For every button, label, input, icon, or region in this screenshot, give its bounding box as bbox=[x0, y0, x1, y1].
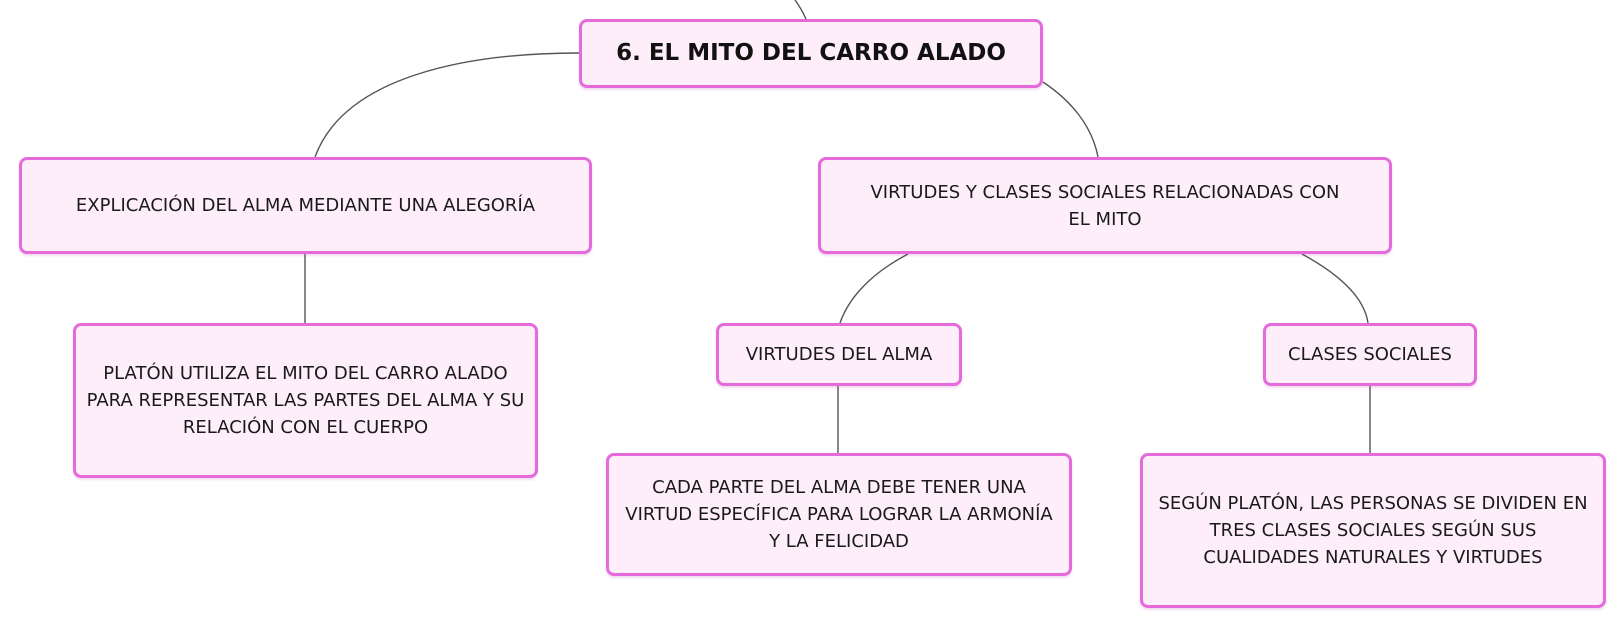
root-node-label: 6. EL MITO DEL CARRO ALADO bbox=[616, 40, 1006, 66]
connector-root-virtudes-clases bbox=[1042, 81, 1099, 158]
node-segun-platon[interactable]: SEGÚN PLATÓN, LAS PERSONAS SE DIVIDEN EN… bbox=[1140, 453, 1606, 608]
connector-root-parent bbox=[794, 0, 807, 20]
connector-root-explicacion bbox=[314, 52, 580, 158]
node-platon-mito-line: PLATÓN UTILIZA EL MITO DEL CARRO ALADO bbox=[103, 363, 508, 384]
node-virtudes-clases[interactable]: VIRTUDES Y CLASES SOCIALES RELACIONADAS … bbox=[818, 157, 1392, 254]
node-platon-mito[interactable]: PLATÓN UTILIZA EL MITO DEL CARRO ALADO P… bbox=[73, 323, 538, 478]
root-node[interactable]: 6. EL MITO DEL CARRO ALADO bbox=[579, 19, 1043, 88]
node-virtudes-clases-text: VIRTUDES Y CLASES SOCIALES RELACIONADAS … bbox=[870, 179, 1339, 233]
node-cada-parte-alma-line: VIRTUD ESPECÍFICA PARA LOGRAR LA ARMONÍA bbox=[625, 504, 1053, 525]
node-explicacion-alma[interactable]: EXPLICACIÓN DEL ALMA MEDIANTE UNA ALEGOR… bbox=[19, 157, 592, 254]
node-clases-sociales[interactable]: CLASES SOCIALES bbox=[1263, 323, 1477, 386]
node-virtudes-alma-label: VIRTUDES DEL ALMA bbox=[745, 344, 933, 365]
node-cada-parte-alma-line: Y LA FELICIDAD bbox=[769, 531, 909, 552]
node-explicacion-alma-label: EXPLICACIÓN DEL ALMA MEDIANTE UNA ALEGOR… bbox=[75, 195, 536, 216]
node-virtudes-clases-line: VIRTUDES Y CLASES SOCIALES RELACIONADAS … bbox=[870, 181, 1340, 203]
node-virtudes-clases-line: EL MITO bbox=[1068, 208, 1142, 230]
node-segun-platon-text: SEGÚN PLATÓN, LAS PERSONAS SE DIVIDEN EN… bbox=[1158, 490, 1587, 571]
node-cada-parte-alma-line: CADA PARTE DEL ALMA DEBE TENER UNA bbox=[652, 477, 1026, 498]
connector-virtudes-clases-clases-sociales bbox=[1301, 253, 1369, 324]
node-segun-platon-line: SEGÚN PLATÓN, LAS PERSONAS SE DIVIDEN EN bbox=[1158, 493, 1588, 514]
connector-virtudes-clases-virtudes-alma bbox=[839, 253, 909, 324]
node-cada-parte-alma[interactable]: CADA PARTE DEL ALMA DEBE TENER UNA VIRTU… bbox=[606, 453, 1072, 576]
node-platon-mito-line: RELACIÓN CON EL CUERPO bbox=[182, 417, 429, 438]
node-platon-mito-text: PLATÓN UTILIZA EL MITO DEL CARRO ALADO P… bbox=[87, 360, 525, 441]
node-segun-platon-line: TRES CLASES SOCIALES SEGÚN SUS bbox=[1209, 520, 1537, 541]
node-clases-sociales-label: CLASES SOCIALES bbox=[1288, 344, 1452, 365]
node-segun-platon-line: CUALIDADES NATURALES Y VIRTUDES bbox=[1203, 547, 1543, 568]
node-cada-parte-alma-text: CADA PARTE DEL ALMA DEBE TENER UNA VIRTU… bbox=[625, 474, 1052, 555]
node-platon-mito-line: PARA REPRESENTAR LAS PARTES DEL ALMA Y S… bbox=[86, 390, 525, 411]
node-virtudes-alma[interactable]: VIRTUDES DEL ALMA bbox=[716, 323, 962, 386]
